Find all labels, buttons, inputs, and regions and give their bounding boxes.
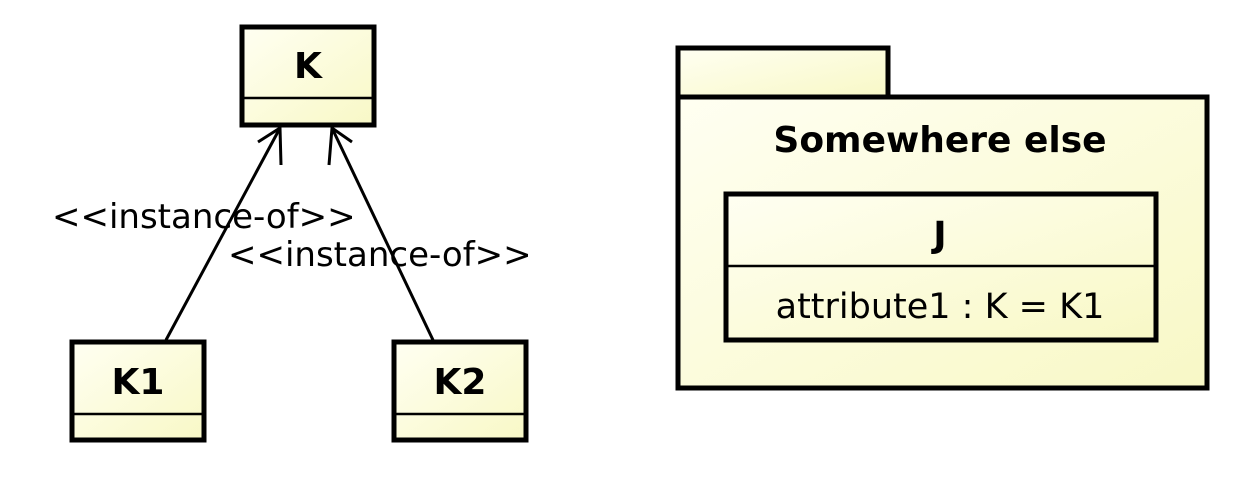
class-name: K2 [434,362,487,403]
package-name: Somewhere else [773,120,1106,161]
class-box [239,24,377,128]
class-name: J [930,215,946,256]
dependency-arrowhead [257,125,283,166]
class-attribute: attribute1 : K = K1 [776,287,1105,327]
class-j[interactable]: J attribute1 : K = K1 [723,191,1159,343]
package-tab [675,45,891,100]
class-name: K1 [112,362,165,403]
class-k[interactable]: K [239,24,377,128]
class-name: K [294,46,323,87]
class-box [69,339,207,443]
stereotype-label-k2: <<instance-of>> [228,235,532,275]
dependency-k2-to-k[interactable] [327,125,435,341]
package-somewhere-else[interactable]: Somewhere else J attribute1 : K = K1 [675,45,1210,391]
dependency-line [330,127,435,341]
dependency-arrowhead [327,125,353,166]
dependency-line [164,127,282,341]
class-k2[interactable]: K2 [391,339,529,443]
class-k1[interactable]: K1 [69,339,207,443]
stereotype-label-k1: <<instance-of>> [52,197,356,237]
class-box [391,339,529,443]
dependency-k1-to-k[interactable] [164,125,283,341]
